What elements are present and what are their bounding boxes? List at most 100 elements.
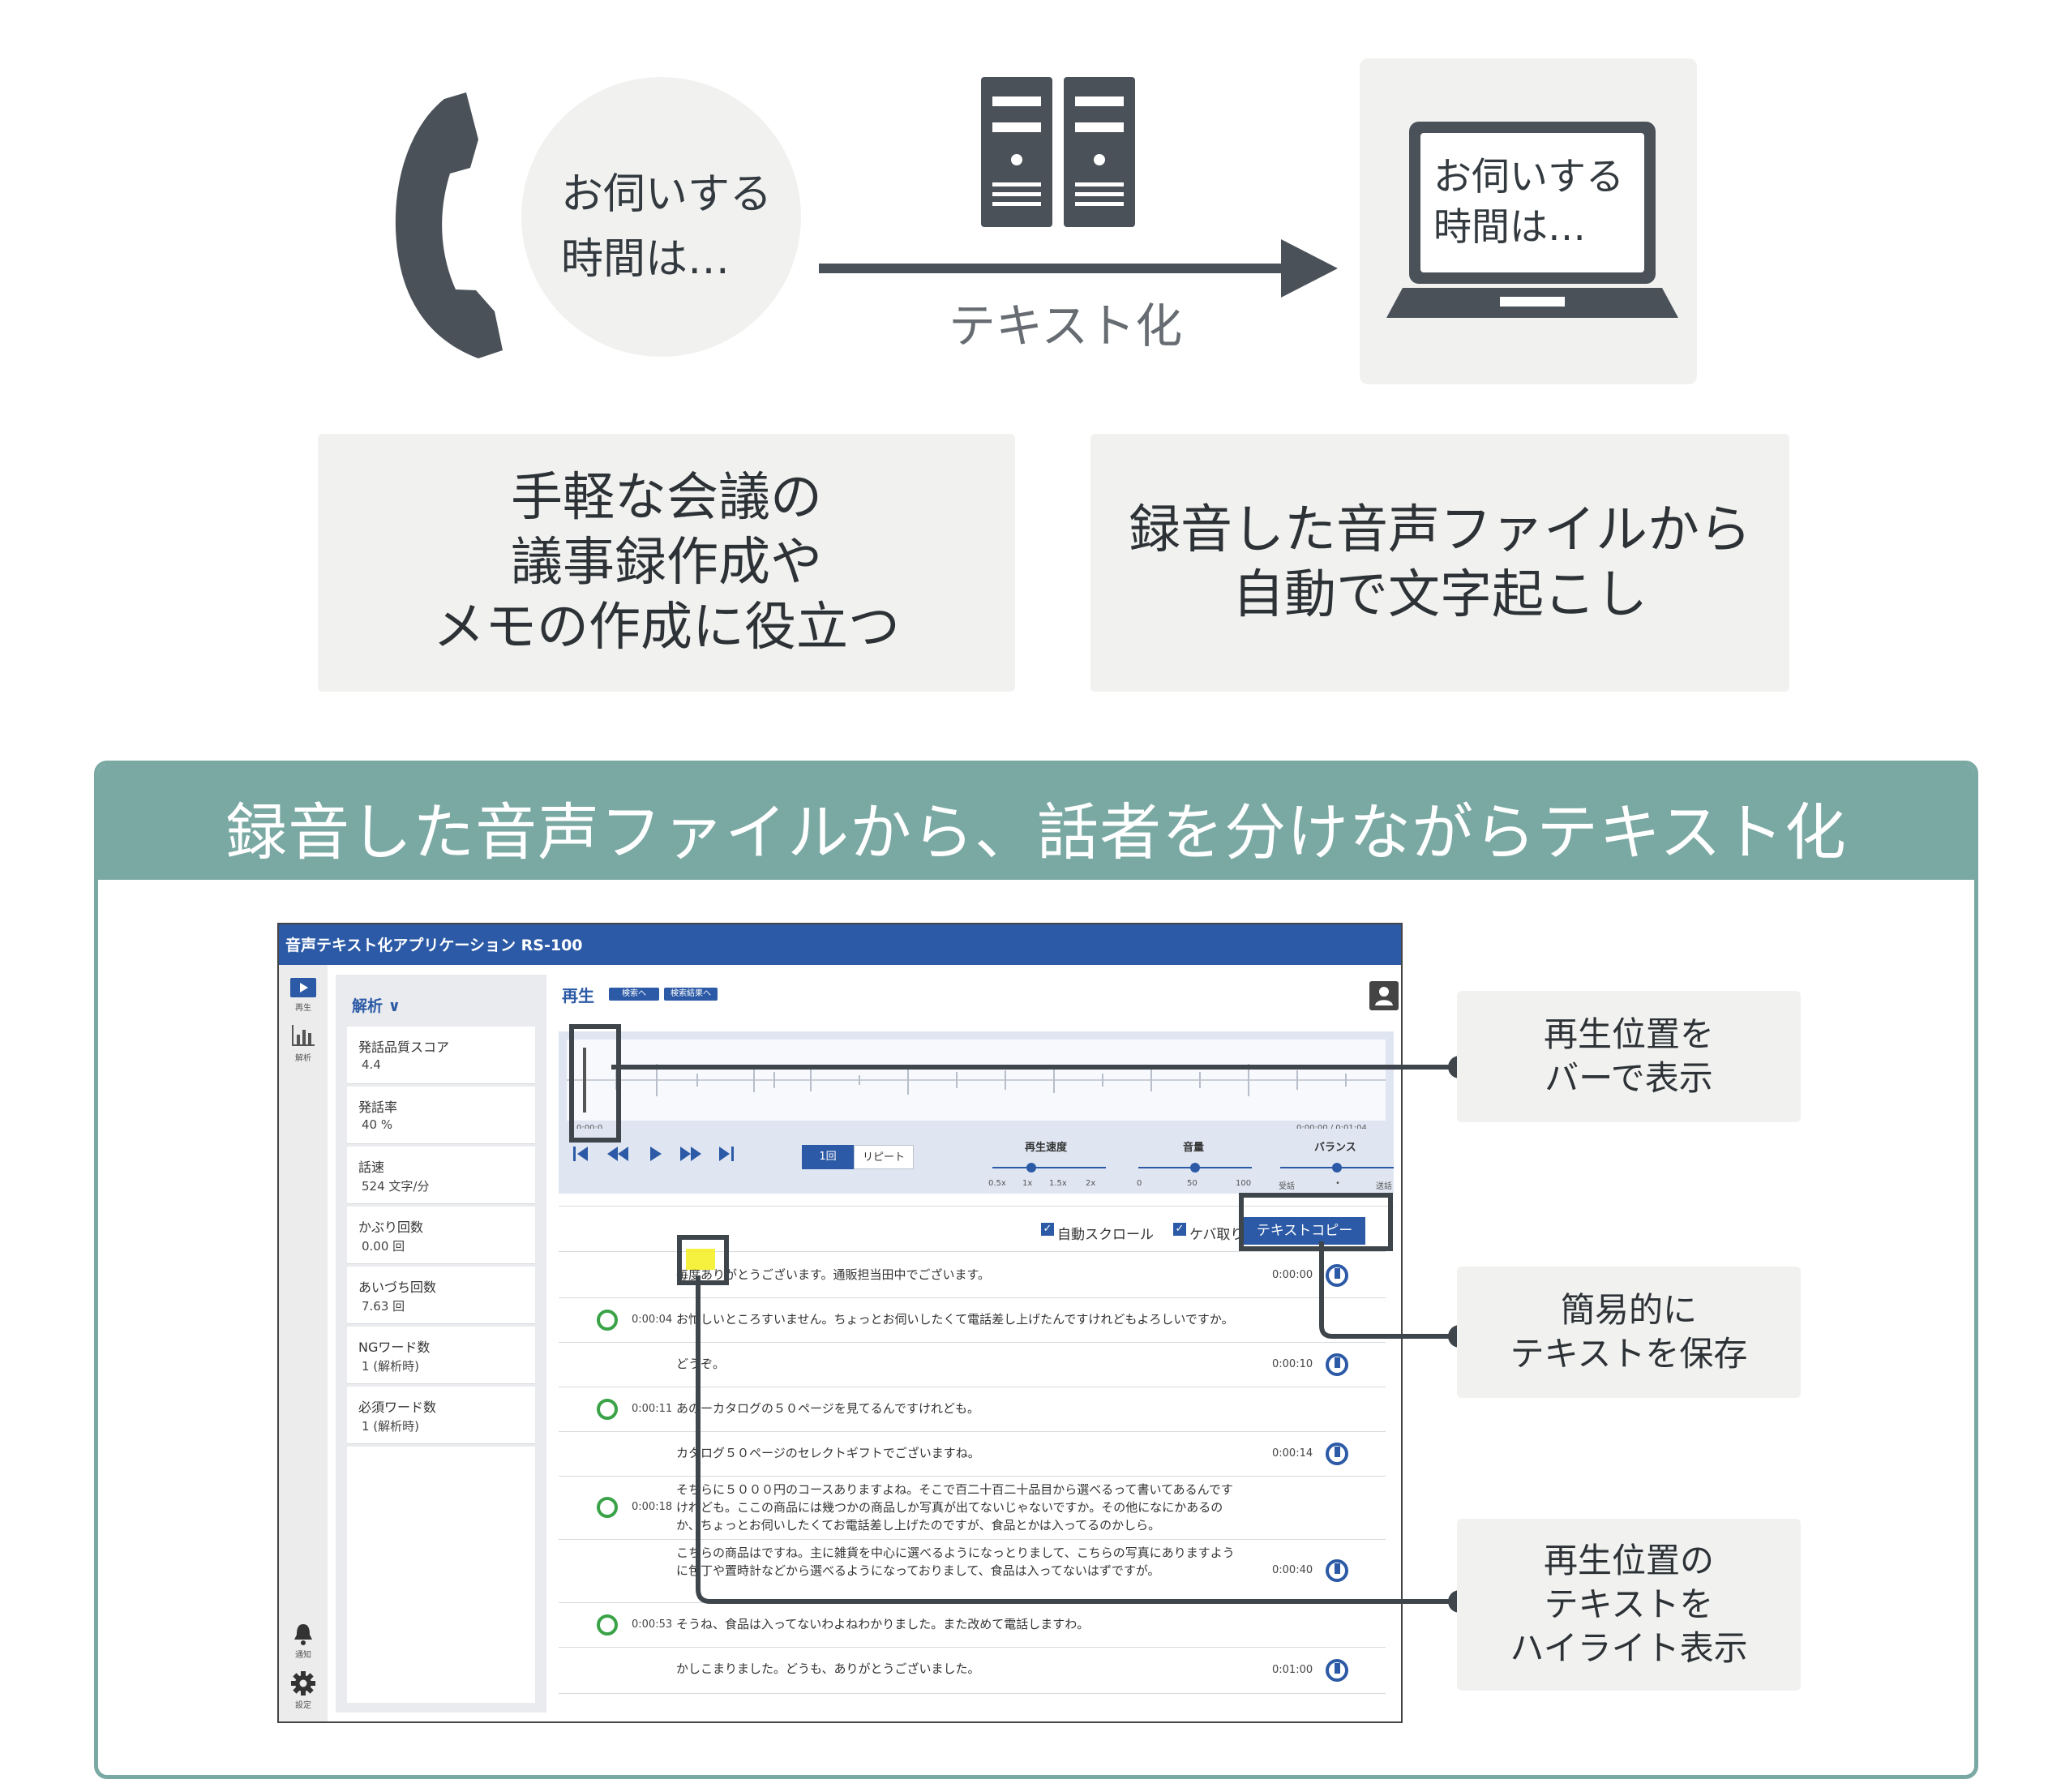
- balance-tick: 受話: [1279, 1182, 1295, 1191]
- callout-2-line-1: 簡易的に: [1560, 1290, 1697, 1330]
- balance-tick: •: [1335, 1179, 1340, 1188]
- time-total: 0:00:00 / 0:01:04: [1296, 1124, 1367, 1133]
- metric-value: 4.4: [362, 1057, 381, 1072]
- transcript-text: お忙しいところすいません。ちょっとお伺いしたくて電話差し上げたんですけれどもよろ…: [676, 1312, 1234, 1327]
- metric-value: 0.00 回: [362, 1239, 405, 1254]
- transcript-text: こちらの商品はですね。主に雑貨を中心に選べるようになっとりまして、こちらの写真に…: [676, 1545, 1235, 1578]
- transcript-time: 0:00:10: [1272, 1358, 1313, 1370]
- transcript-time: 0:00:53: [632, 1618, 673, 1631]
- transcript-row[interactable]: カタログ５０ページのセレクトギフトでございますね。0:00:14: [559, 1431, 1386, 1477]
- laptop-icon: [1386, 122, 1678, 318]
- player-title: 再生: [562, 986, 594, 1005]
- highlight-word-box: [677, 1235, 729, 1285]
- transcript-row[interactable]: 毎度ありがとうございます。通販担当田中でございます。 0:00:00: [559, 1253, 1386, 1298]
- metric-label: 話速: [358, 1160, 385, 1175]
- app-title: 音声テキスト化アプリケーション RS-100: [285, 937, 583, 954]
- bar-chart-icon: [292, 1025, 315, 1046]
- playhead-highlight-box: [569, 1024, 621, 1143]
- transcript-text: あのーカタログの５０ページを見てるんですけれども。: [676, 1401, 979, 1416]
- agent-speaker-icon: [1326, 1353, 1348, 1376]
- metric-ng-words: NGワード数 1 (解析時): [347, 1327, 535, 1384]
- volume-tick: 0: [1137, 1179, 1142, 1188]
- speed-tick: 2x: [1086, 1179, 1096, 1188]
- transcript-row[interactable]: かしこまりました。どうも、ありがとうございました。 0:01:00: [559, 1647, 1386, 1694]
- filler-checkbox[interactable]: ✓: [1173, 1223, 1186, 1236]
- callout-3-line-3: ハイライト表示: [1510, 1628, 1748, 1668]
- search-results-button[interactable]: 検索結果へ: [664, 988, 718, 1001]
- transcript-text: そうね、食品は入ってないわよねわかりました。また改めて電話しますわ。: [676, 1617, 1090, 1631]
- rail-settings-label: 設定: [295, 1701, 311, 1710]
- customer-speaker-icon: [597, 1399, 618, 1420]
- rail-play-button[interactable]: 再生: [289, 978, 318, 1014]
- auto-scroll-checkbox[interactable]: ✓: [1041, 1223, 1054, 1236]
- agent-speaker-icon: [1326, 1659, 1348, 1682]
- speed-slider[interactable]: [992, 1161, 1106, 1174]
- repeat-once-toggle[interactable]: 1回: [802, 1145, 854, 1169]
- transcript-row[interactable]: そうね、食品は入ってないわよねわかりました。また改めて電話しますわ。0:00:5…: [559, 1602, 1386, 1648]
- play-button-icon[interactable]: [645, 1143, 666, 1164]
- auto-scroll-label: 自動スクロール: [1057, 1227, 1154, 1243]
- callout-2-line-2: テキストを保存: [1510, 1334, 1748, 1374]
- bubble-line-2: 時間は…: [561, 235, 731, 284]
- speed-label: 再生速度: [1025, 1142, 1068, 1154]
- agent-speaker-icon: [1326, 1443, 1348, 1465]
- metric-quality: 発話品質スコア 4.4: [347, 1027, 535, 1084]
- speech-bubble-text: お伺いする 時間は…: [561, 162, 772, 292]
- header-divider: [559, 1251, 1386, 1252]
- bell-icon: [294, 1624, 312, 1645]
- phone-icon: [395, 92, 503, 358]
- rail-analysis-label: 解析: [295, 1054, 311, 1063]
- transcript-text: カタログ５０ページのセレクトギフトでございますね。: [676, 1446, 980, 1460]
- transcript-time: 0:00:04: [632, 1314, 673, 1326]
- rail-settings-button[interactable]: 設定: [289, 1670, 318, 1711]
- sidebar-fill: [347, 1447, 535, 1703]
- arrow-label: テキスト化: [949, 298, 1183, 354]
- highlight-word-marker: [686, 1249, 715, 1270]
- metric-value: 40 %: [362, 1117, 393, 1132]
- transcript-text: そちらに５０００円のコースありますよね。そこで百二十百二十品目から選べるって書い…: [676, 1482, 1233, 1533]
- balance-slider[interactable]: [1280, 1161, 1394, 1174]
- bubble-line-1: お伺いする: [561, 170, 773, 219]
- skip-start-icon[interactable]: [570, 1143, 591, 1164]
- feature-1-line-3: メモの作成に役立つ: [433, 598, 900, 658]
- repeat-toggle[interactable]: リピート: [854, 1145, 914, 1169]
- customer-speaker-icon: [597, 1614, 618, 1636]
- feature-1-line-1: 手軽な会議の: [511, 468, 822, 528]
- user-avatar-icon[interactable]: [1369, 981, 1399, 1010]
- balance-label: バランス: [1314, 1142, 1356, 1154]
- feature-2-line-2: 自動で文字起こし: [1232, 565, 1647, 625]
- skip-end-icon[interactable]: [716, 1143, 737, 1164]
- transcript-text: かしこまりました。どうも、ありがとうございました。: [676, 1661, 980, 1676]
- metric-label: 必須ワード数: [358, 1400, 437, 1415]
- feature-card-minutes: 手軽な会議の 議事録作成や メモの作成に役立つ: [318, 434, 1015, 692]
- transcript-row[interactable]: あのーカタログの５０ページを見てるんですけれども。0:00:11: [559, 1387, 1386, 1432]
- transcript-time: 0:00:00: [1272, 1269, 1313, 1281]
- transcript-time: 0:01:00: [1272, 1664, 1313, 1676]
- volume-slider[interactable]: [1138, 1161, 1252, 1174]
- customer-speaker-icon: [597, 1310, 618, 1331]
- text-copy-button[interactable]: テキストコピー: [1244, 1217, 1365, 1245]
- fast-forward-icon[interactable]: [679, 1143, 703, 1164]
- transcript-text: 毎度ありがとうございます。通販担当田中でございます。: [676, 1267, 991, 1282]
- rail-notify-label: 通知: [295, 1651, 311, 1660]
- callout-3-line-1: 再生位置の: [1543, 1541, 1714, 1580]
- transcript-row[interactable]: そちらに５０００円のコースありますよね。そこで百二十百二十品目から選べるって書い…: [559, 1476, 1386, 1540]
- callout-save: 簡易的に テキストを保存: [1457, 1267, 1801, 1398]
- feature-1-line-2: 議事録作成や: [511, 533, 822, 593]
- laptop-line-1: お伺いする: [1433, 155, 1624, 199]
- callout-3-line-2: テキストを: [1544, 1584, 1714, 1624]
- rail-analysis-button[interactable]: 解析: [289, 1023, 318, 1064]
- transcript-row[interactable]: お忙しいところすいません。ちょっとお伺いしたくて電話差し上げたんですけれどもよろ…: [559, 1297, 1386, 1343]
- metric-value: 524 文字/分: [362, 1179, 430, 1194]
- analysis-dropdown[interactable]: 解析 ∨: [352, 997, 401, 1015]
- callout-playhead: 再生位置を バーで表示: [1457, 991, 1801, 1122]
- transcript-text: どうぞ。: [676, 1357, 726, 1371]
- server-icon: [981, 77, 1135, 227]
- transcript-row[interactable]: どうぞ。 0:00:10: [559, 1342, 1386, 1387]
- panel-header: 録音した音声ファイルから、話者を分けながらテキスト化: [98, 765, 1974, 880]
- search-button[interactable]: 検索へ: [609, 988, 659, 1001]
- rail-notify-button[interactable]: 通知: [289, 1622, 318, 1660]
- metric-label: 発話率: [358, 1100, 398, 1115]
- rewind-icon[interactable]: [606, 1143, 630, 1164]
